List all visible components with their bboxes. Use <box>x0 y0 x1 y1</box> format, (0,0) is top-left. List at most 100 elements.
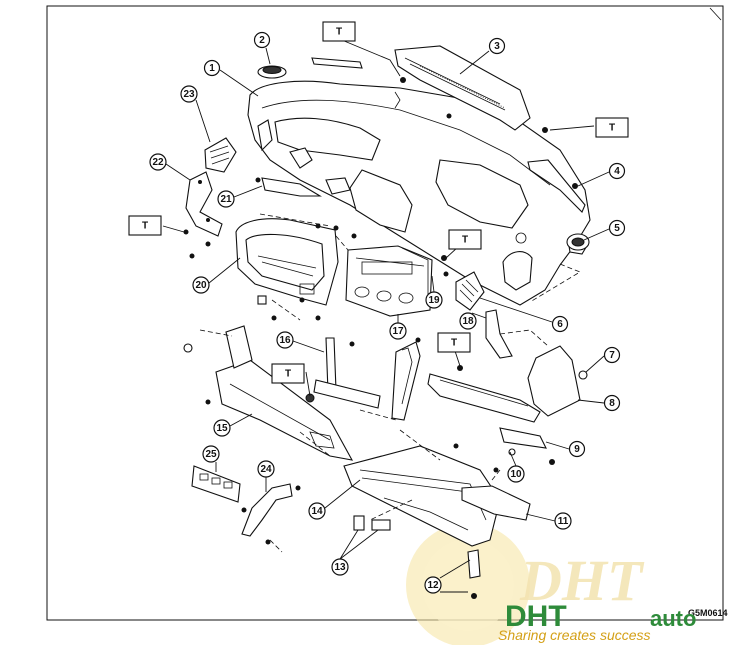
callout-number: 16 <box>279 335 291 346</box>
dashboard-panel <box>247 80 591 306</box>
fasteners <box>183 77 578 545</box>
callout-number: 22 <box>152 157 164 168</box>
torque-tag-box <box>128 215 162 236</box>
torque-tag: T <box>128 215 162 236</box>
diagram-frame <box>46 5 724 621</box>
callout-25: 25 <box>202 445 220 463</box>
callout-18: 18 <box>459 312 477 330</box>
callout-number: 10 <box>510 469 522 480</box>
callout-number: 6 <box>557 319 563 330</box>
callout-22: 22 <box>149 153 167 171</box>
left-bracket <box>185 171 223 237</box>
callout-circle <box>180 85 198 103</box>
cross-member-bracket <box>427 373 555 465</box>
callout-circle <box>257 460 275 478</box>
callout-6: 6 <box>551 315 569 333</box>
vent-right-round <box>566 233 590 251</box>
callout-24: 24 <box>257 460 275 478</box>
watermark-brand: DHT auto Sharing creates success <box>498 600 696 643</box>
callout-number: 19 <box>428 295 440 306</box>
callout-number: 8 <box>609 398 615 409</box>
callout-circle <box>603 394 621 412</box>
leader-lines <box>162 37 610 593</box>
callout-number: 24 <box>260 464 272 475</box>
vent-round-top <box>257 65 287 79</box>
callout-number: 14 <box>311 506 323 517</box>
callout-circle <box>425 291 443 309</box>
torque-tag-label: T <box>142 221 148 232</box>
callout-circle <box>424 576 442 594</box>
callout-circle <box>608 219 626 237</box>
callout-5: 5 <box>608 219 626 237</box>
watermark-brand-name: DHT <box>505 600 567 633</box>
callout-circle <box>507 465 525 483</box>
callout-17: 17 <box>389 322 407 340</box>
watermark-logo-letters: DHT <box>519 548 645 613</box>
vent-side <box>455 271 485 311</box>
assembly-dash-lines <box>199 213 581 553</box>
torque-tag-label: T <box>285 369 291 380</box>
callout-number: 15 <box>216 423 228 434</box>
callout-circle <box>554 512 572 530</box>
hinges <box>353 515 391 531</box>
torque-tag-box <box>448 229 482 250</box>
callout-circle <box>551 315 569 333</box>
callout-number: 7 <box>609 350 615 361</box>
callout-14: 14 <box>308 502 326 520</box>
callout-number: 4 <box>614 166 620 177</box>
watermark-slogan: Sharing creates success <box>498 627 651 643</box>
torque-tag-box <box>437 332 471 353</box>
callout-number: 1 <box>209 63 215 74</box>
bracket-24 <box>241 483 293 537</box>
callout-circle <box>276 331 294 349</box>
callout-3: 3 <box>488 37 506 55</box>
callout-13: 13 <box>331 558 349 576</box>
torque-tag-label: T <box>451 338 457 349</box>
callout-circle <box>608 162 626 180</box>
torque-tag: T <box>595 117 629 138</box>
speaker-strip <box>311 57 363 69</box>
callout-circle <box>149 153 167 171</box>
callout-labels: 1234567891011121314151617181920212223242… <box>149 31 626 594</box>
callout-circle <box>192 276 210 294</box>
bracket-21 <box>261 177 322 197</box>
callout-23: 23 <box>180 85 198 103</box>
callout-number: 21 <box>220 194 232 205</box>
callout-number: 12 <box>427 580 439 591</box>
defroster-grille <box>394 45 531 131</box>
callout-11: 11 <box>554 512 572 530</box>
callout-19: 19 <box>425 291 443 309</box>
callout-number: 11 <box>558 516 569 527</box>
torque-tag-label: T <box>609 123 615 134</box>
callout-number: 2 <box>259 35 265 46</box>
callout-circle <box>217 190 235 208</box>
callout-number: 3 <box>494 41 500 52</box>
torque-tag: T <box>322 21 356 42</box>
watermark-brand-suffix: auto <box>650 606 696 631</box>
callout-7: 7 <box>603 346 621 364</box>
torque-tag-label: T <box>462 235 468 246</box>
torque-tag: T <box>437 332 471 353</box>
torque-tag-label: T <box>336 27 342 38</box>
lower-left-panel <box>215 325 354 461</box>
torque-tag: T <box>271 363 305 384</box>
glove-box-damper <box>467 549 481 599</box>
figure-code: G5M0614 <box>688 608 728 618</box>
callout-number: 9 <box>574 444 580 455</box>
callout-circle <box>459 312 477 330</box>
callout-8: 8 <box>603 394 621 412</box>
callout-10: 10 <box>507 465 525 483</box>
callout-9: 9 <box>568 440 586 458</box>
callout-circle <box>213 419 231 437</box>
glove-box-lid <box>461 485 531 521</box>
center-console-panel <box>345 245 433 317</box>
torque-tag-box <box>322 21 356 42</box>
callout-20: 20 <box>192 276 210 294</box>
callout-21: 21 <box>217 190 235 208</box>
callout-4: 4 <box>608 162 626 180</box>
center-bracket <box>305 337 421 421</box>
right-side-panel <box>527 345 581 417</box>
callout-number: 25 <box>205 449 217 460</box>
vent-left <box>204 137 237 173</box>
